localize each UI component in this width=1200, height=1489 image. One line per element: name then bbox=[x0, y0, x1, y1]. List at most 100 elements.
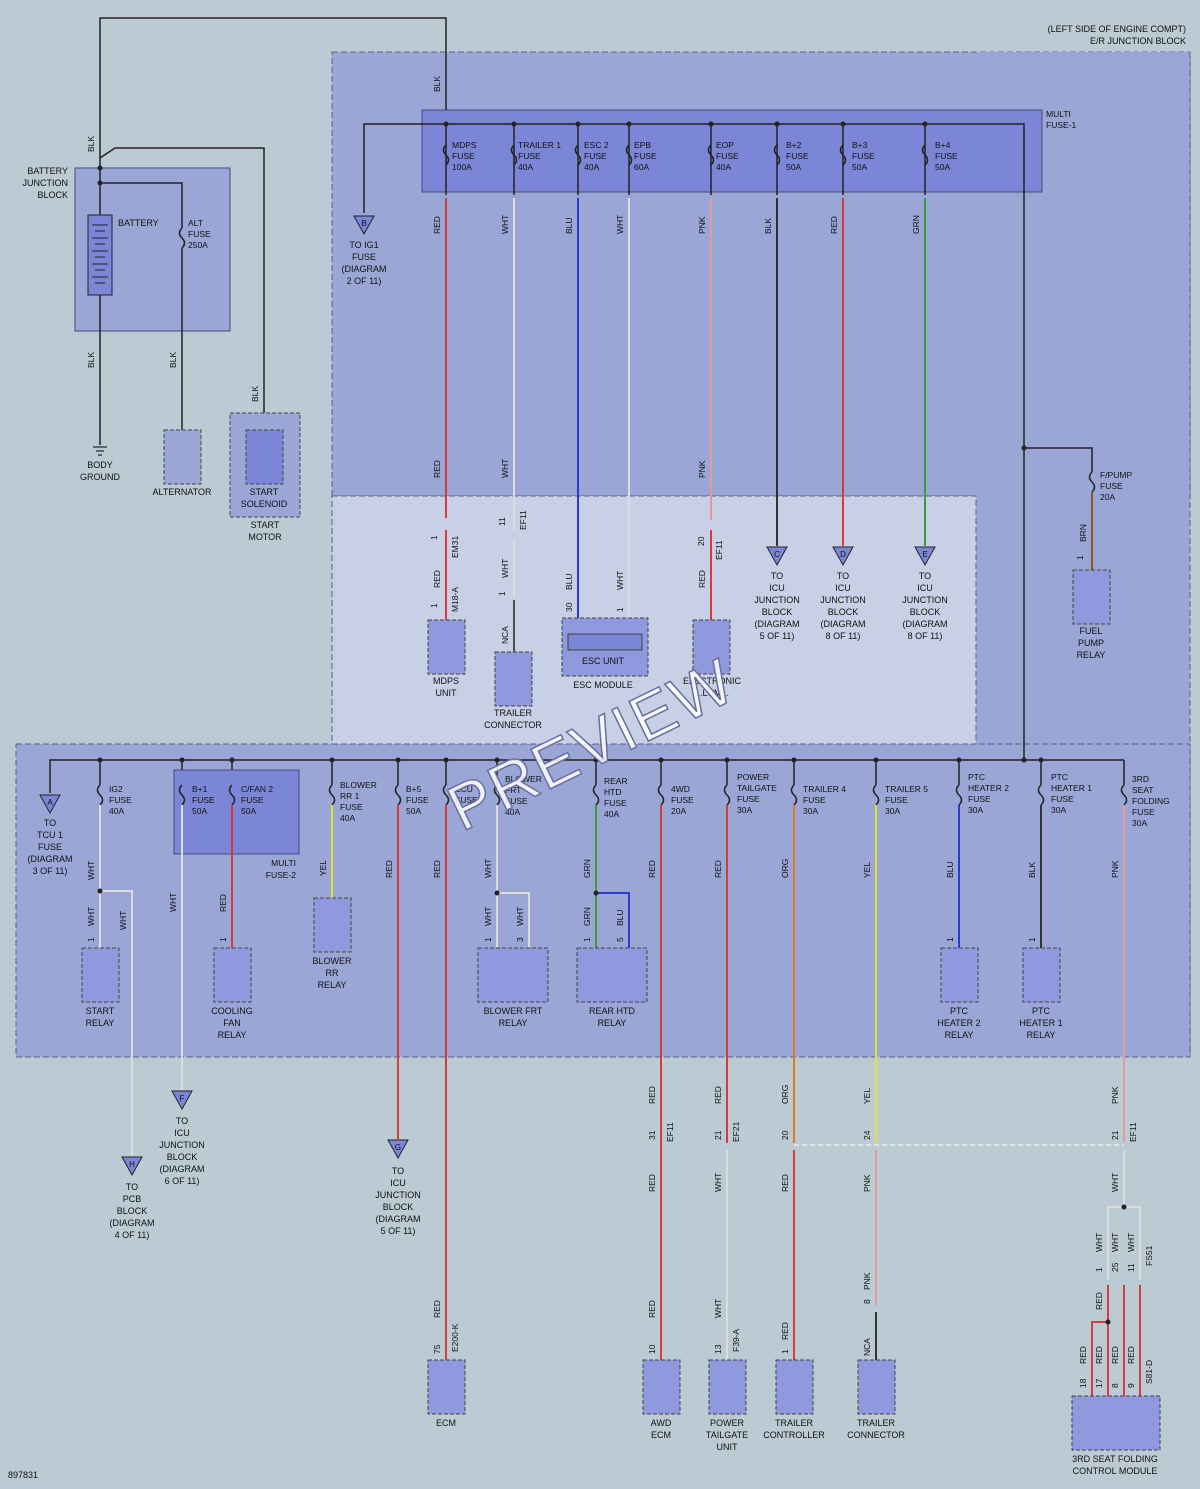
pin-ef11-b: EF11 bbox=[714, 540, 724, 560]
multi-fuse-2-label-2: FUSE-2 bbox=[266, 870, 297, 880]
fuse-blowerfrt-1: BLOWER bbox=[505, 774, 542, 784]
ptc1-relay-label-2: HEATER 1 bbox=[1019, 1018, 1062, 1028]
to-icu-c-4: BLOCK bbox=[762, 607, 793, 617]
start-relay-label-2: RELAY bbox=[86, 1018, 115, 1028]
wire-label-blk-1: BLK bbox=[86, 136, 96, 152]
fuel-pump-relay-label-2: PUMP bbox=[1078, 638, 1104, 648]
to-icu-d-2: ICU bbox=[835, 583, 851, 593]
wire-label-brn-1: BRN bbox=[1078, 524, 1088, 542]
fuel-pump-relay bbox=[1072, 569, 1111, 625]
awd-ecm-label-1: AWD bbox=[651, 1418, 672, 1428]
connector-a-letter: A bbox=[47, 798, 53, 807]
wire-label-red-21: RED bbox=[1110, 1346, 1120, 1364]
fuse-3rdseat-4: FUSE bbox=[1132, 807, 1155, 817]
rear-htd-relay bbox=[576, 947, 648, 1003]
wire-label-red-11: RED bbox=[647, 1086, 657, 1104]
wire-label-red-6: RED bbox=[218, 894, 228, 912]
pin-3rd-21: 21 bbox=[1110, 1130, 1120, 1140]
to-icu-f-3: JUNCTION bbox=[159, 1140, 205, 1150]
power-tailgate-unit-label-1: POWER bbox=[710, 1418, 745, 1428]
esc-unit-label: ESC UNIT bbox=[582, 656, 625, 666]
to-icu-e-4: BLOCK bbox=[910, 607, 941, 617]
wire-label-blk-2: BLK bbox=[86, 352, 96, 368]
wire-label-red-14: RED bbox=[713, 860, 723, 878]
connector-g-icon bbox=[387, 1139, 409, 1160]
to-ig1-label-3: (DIAGRAM bbox=[342, 264, 387, 274]
wire-label-wht-13: WHT bbox=[713, 1173, 723, 1192]
fuse-blowerrr1-1: BLOWER bbox=[340, 780, 377, 790]
blower-rr-relay bbox=[313, 897, 352, 953]
to-ig1-label-4: 2 OF 11) bbox=[347, 276, 382, 286]
trailer-controller bbox=[775, 1359, 814, 1415]
trailer-connector-bottom bbox=[857, 1359, 896, 1415]
blower-frt-relay-label-1: BLOWER FRT bbox=[484, 1006, 543, 1016]
wire-label-wht-10: WHT bbox=[483, 859, 493, 878]
fuse-trailer5-1: TRAILER 5 bbox=[885, 784, 928, 794]
wire-label-wht-16: WHT bbox=[1094, 1233, 1104, 1252]
wire-label-blk-5: BLK bbox=[432, 76, 442, 92]
battery-label: BATTERY bbox=[118, 218, 159, 228]
fuse-ptc1-4: 30A bbox=[1051, 805, 1066, 815]
to-tcu-4: (DIAGRAM bbox=[28, 854, 73, 864]
body-ground-icon bbox=[93, 446, 107, 456]
power-tailgate-unit-label-2: TAILGATE bbox=[706, 1430, 748, 1440]
wire-label-wht-5: WHT bbox=[615, 571, 625, 590]
wire-label-blk-7: BLK bbox=[1027, 862, 1037, 878]
wire-label-wht-3: WHT bbox=[500, 559, 510, 578]
top-fuse-icons bbox=[442, 144, 929, 166]
connector-h-letter: H bbox=[129, 1160, 135, 1169]
pin-trl4-20: 20 bbox=[780, 1130, 790, 1140]
fuse-powertailgate-2: TAILGATE bbox=[737, 783, 777, 793]
connector-b-icon bbox=[353, 215, 375, 236]
pin-blowerfrt-1: 1 bbox=[483, 937, 493, 942]
fuse-b3-label-2: FUSE bbox=[852, 151, 875, 161]
fuse-trailer1-label-1: TRAILER 1 bbox=[518, 140, 561, 150]
wire-label-red-20: RED bbox=[1094, 1346, 1104, 1364]
battery-junction-label-3: BLOCK bbox=[37, 190, 68, 200]
multi-fuse-2-label-1: MULTI bbox=[271, 858, 296, 868]
fuse-eop-label-2: FUSE bbox=[716, 151, 739, 161]
fuse-ig2-1: IG2 bbox=[109, 784, 123, 794]
wire-label-nca-2: NCA bbox=[862, 1338, 872, 1356]
fuse-ptc2-1: PTC bbox=[968, 772, 985, 782]
start-solenoid-label-1: START bbox=[250, 487, 279, 497]
ptc-heater-2-relay bbox=[940, 947, 979, 1003]
fuse-rearhtd-3: FUSE bbox=[604, 798, 627, 808]
blower-rr-relay-label-1: BLOWER bbox=[312, 956, 352, 966]
wire-label-red-5: RED bbox=[829, 216, 839, 234]
fuse-ptc1-2: HEATER 1 bbox=[1051, 783, 1092, 793]
wire-label-pnk-4: PNK bbox=[862, 1272, 872, 1290]
fpump-fuse-label-2: FUSE bbox=[1100, 481, 1123, 491]
wire-label-wht-12: WHT bbox=[515, 907, 525, 926]
alternator bbox=[163, 429, 202, 485]
battery-junction-label-1: BATTERY bbox=[27, 166, 68, 176]
pin-mdps-1a: 1 bbox=[429, 535, 439, 540]
ptc2-relay-label-3: RELAY bbox=[945, 1030, 974, 1040]
fuel-pump-relay-label-3: RELAY bbox=[1077, 650, 1106, 660]
alternator-label: ALTERNATOR bbox=[152, 487, 212, 497]
fuse-mdps-label-3: 100A bbox=[452, 162, 472, 172]
wire-label-blu-4: BLU bbox=[945, 861, 955, 878]
connector-f-letter: F bbox=[180, 1094, 185, 1103]
electronic-oil-pump bbox=[692, 619, 731, 675]
pin-trl5-24: 24 bbox=[862, 1130, 872, 1140]
to-icu-d-4: BLOCK bbox=[828, 607, 859, 617]
fuse-esc2-label-1: ESC 2 bbox=[584, 140, 609, 150]
wire-label-nca-1: NCA bbox=[500, 626, 510, 644]
to-icu-c-2: ICU bbox=[769, 583, 785, 593]
pin-ptc1-1: 1 bbox=[1027, 937, 1037, 942]
connector-g-letter: G bbox=[395, 1143, 401, 1152]
ecm bbox=[427, 1359, 466, 1415]
pin-start-relay-1: 1 bbox=[86, 937, 96, 942]
fuse-b1-2: FUSE bbox=[192, 795, 215, 805]
pin-cfan-1: 1 bbox=[218, 937, 228, 942]
fuse-b2-label-2: FUSE bbox=[786, 151, 809, 161]
fuse-ig2-3: 40A bbox=[109, 806, 124, 816]
start-motor-label-1: START bbox=[251, 520, 280, 530]
pin-4wd-31: 31 bbox=[647, 1130, 657, 1140]
multi-fuse-2 bbox=[173, 769, 300, 855]
power-tailgate-unit bbox=[708, 1359, 747, 1415]
to-pcb-3: BLOCK bbox=[117, 1206, 148, 1216]
fuse-b4-label-2: FUSE bbox=[935, 151, 958, 161]
connector-d-icon bbox=[832, 546, 854, 567]
